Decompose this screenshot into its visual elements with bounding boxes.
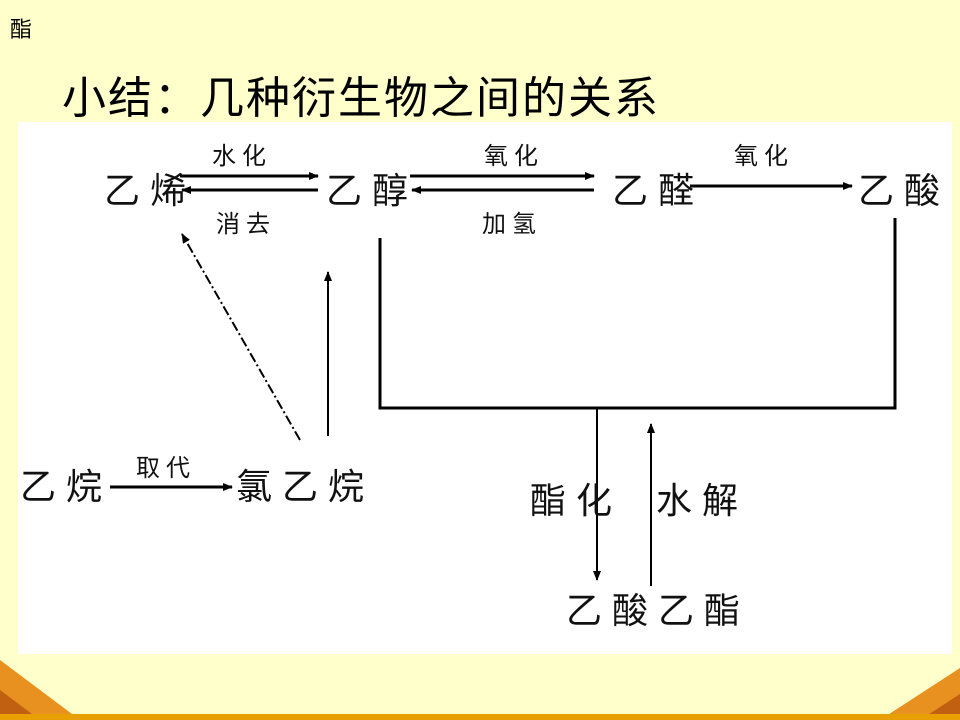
ester-bracket [378, 218, 897, 410]
slide-title: 小结：几种衍生物之间的关系 [62, 73, 660, 124]
label-esterification: 酯化 [530, 481, 623, 522]
node-chloroethane: 氯乙烷 [236, 467, 375, 508]
label-hydration: 水化 [212, 142, 272, 170]
diagram-panel [18, 122, 952, 654]
node-acetaldehyde: 乙醛 [612, 171, 705, 212]
node-ethane: 乙烷 [20, 467, 113, 508]
corner-triangle-right-2 [920, 694, 960, 720]
label-oxidation-2: 氧化 [734, 142, 794, 170]
bottom-bar [0, 714, 960, 720]
node-acetic-acid: 乙酸 [858, 171, 951, 212]
label-hydrogenation: 加氢 [482, 210, 542, 238]
corner-triangle-left-2 [0, 690, 40, 720]
node-ethyl-acetate: 乙酸乙酯 [566, 591, 751, 632]
node-ethanol: 乙醇 [326, 171, 419, 212]
label-hydrolysis: 水解 [656, 481, 749, 522]
label-substitution: 取代 [136, 454, 196, 482]
node-ethylene: 乙烯 [104, 171, 197, 212]
chloroethane-to-ethylene-arrow [181, 233, 301, 441]
label-elimination: 消去 [216, 210, 276, 238]
corner-label: 酯 [10, 18, 33, 43]
label-oxidation-1: 氧化 [484, 142, 544, 170]
